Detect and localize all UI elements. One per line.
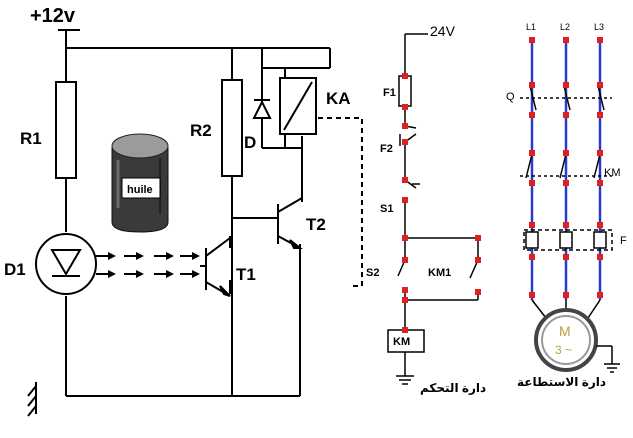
t2-label: T2 — [306, 215, 326, 234]
d-label: D — [244, 133, 256, 152]
control-contact-dots — [402, 73, 481, 333]
ground-symbol — [27, 382, 37, 417]
relay-link-dashed — [318, 117, 363, 287]
motor-ground — [596, 345, 620, 373]
thermal-relay-blocks — [525, 231, 607, 249]
control-caption: دارة التحكم — [420, 381, 486, 395]
motor-phase-label: 3 ~ — [555, 343, 572, 357]
r2-label: R2 — [190, 121, 212, 140]
power-switch-symbols — [520, 85, 612, 179]
f2-label: F2 — [380, 143, 393, 155]
f-label: F — [620, 235, 627, 247]
l2-label: L2 — [560, 22, 570, 32]
l3-label: L3 — [594, 22, 604, 32]
km1-label: KM1 — [428, 267, 451, 279]
d1-label: D1 — [4, 260, 26, 279]
supply-label: +12v — [30, 5, 76, 27]
coil-km-label: KM — [393, 336, 410, 348]
power-contact-dots — [529, 37, 603, 298]
thermal-relay-f — [523, 229, 613, 251]
km-label: KM — [604, 167, 621, 179]
motor-m-label: M — [559, 323, 571, 339]
control-circuit — [397, 33, 479, 376]
q-label: Q — [506, 91, 515, 103]
s1-label: S1 — [380, 203, 393, 215]
light-ray-arrowheads — [108, 252, 200, 278]
control-ground — [396, 375, 414, 385]
led-d1 — [35, 233, 97, 295]
motor — [531, 299, 601, 372]
t1-label: T1 — [236, 265, 256, 284]
transistor-t2 — [277, 197, 303, 249]
container-label: huile — [127, 184, 153, 196]
resistor-r2 — [221, 79, 243, 177]
power-caption: دارة الاستطاعة — [517, 375, 606, 389]
power-lines — [530, 40, 602, 300]
ka-label: KA — [326, 89, 351, 108]
light-rays — [96, 255, 192, 275]
l1-label: L1 — [526, 22, 536, 32]
fuse-f1 — [398, 75, 412, 107]
control-supply-label: 24V — [430, 23, 456, 39]
resistor-r1 — [55, 81, 77, 179]
transistor-t1 — [200, 237, 231, 297]
relay-ka — [279, 77, 317, 135]
diode-d — [252, 99, 272, 119]
s2-label: S2 — [366, 267, 379, 279]
r1-label: R1 — [20, 129, 42, 148]
oil-container — [111, 133, 169, 233]
f1-label: F1 — [383, 87, 396, 99]
